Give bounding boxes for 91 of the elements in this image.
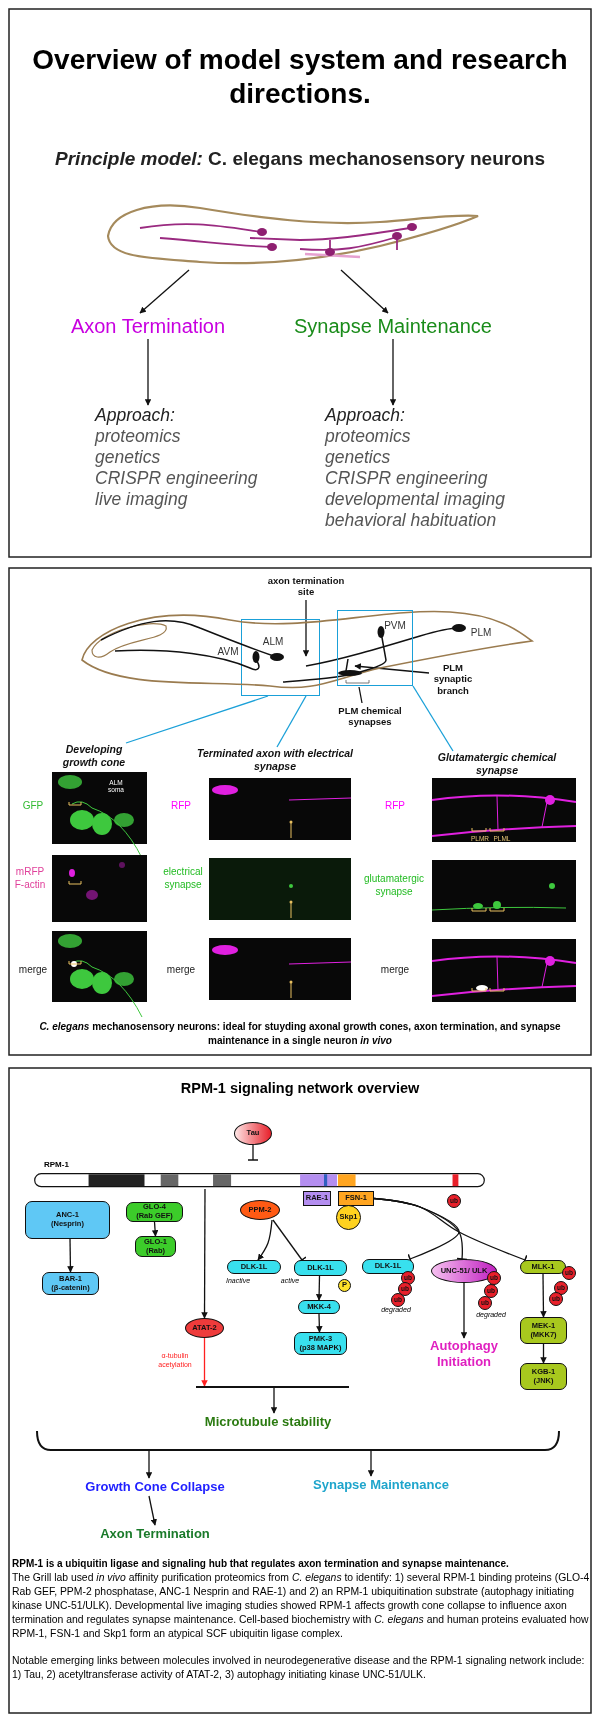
channel-label: GFP	[21, 800, 45, 813]
arrow	[340, 269, 389, 314]
protein-box	[338, 1191, 374, 1206]
subtitle: Principle model: C. elegans mechanosensory neurons	[54, 148, 546, 170]
column-heading: Terminated axon with electrical synapse	[195, 747, 355, 773]
arrow	[139, 269, 190, 314]
protein-ellipse	[234, 1122, 272, 1145]
protein-box	[135, 1236, 176, 1257]
neuron-label: PLM	[469, 627, 493, 638]
title: Overview of model system and research directions.	[31, 43, 569, 111]
channel-label: glutamatergic synapse	[363, 873, 425, 898]
channel-label: electrical synapse	[162, 866, 204, 891]
approach-item: CRISPR engineering	[325, 468, 488, 489]
protein-box	[520, 1317, 567, 1344]
arrow	[201, 1337, 208, 1387]
outcome-label: Axon Termination	[80, 1525, 230, 1543]
connector-line	[412, 685, 454, 752]
arrow	[316, 1313, 323, 1333]
protein-ellipse	[240, 1200, 280, 1220]
column-heading: Glutamatergic chemical synapse	[417, 751, 577, 777]
neuron-label: AVM	[216, 646, 240, 657]
approach-heading: Approach:	[95, 405, 175, 426]
protein-box	[520, 1363, 567, 1390]
protein-box	[294, 1260, 347, 1276]
outcome-label: Growth Cone Collapse	[75, 1478, 235, 1496]
protein-box	[520, 1260, 566, 1274]
outcome-label: Microtubule stability	[193, 1413, 343, 1430]
arrow	[257, 1219, 273, 1261]
phosphate-circle	[338, 1279, 351, 1292]
arrow	[315, 1275, 323, 1301]
panel-title: RPM-1 signaling network overview	[179, 1080, 421, 1096]
connector-line	[125, 695, 269, 744]
arrow	[67, 1238, 74, 1273]
protein-ellipse	[431, 1259, 497, 1283]
arrow	[540, 1273, 547, 1318]
arrow	[144, 338, 152, 406]
paragraph: Notable emerging links between molecules involved in neurodegenerative disease and the RPM-1 signaling network include: 1) Tau, 2) acetyltransferase activity of ATAT-2, 3) autophagy initiating kinase UNC-51/ULK.	[12, 1654, 586, 1682]
arrow	[367, 1450, 375, 1477]
curly-brace	[36, 1431, 560, 1451]
protein-box	[298, 1300, 340, 1314]
approach-item: CRISPR engineering	[95, 468, 258, 489]
approach-item: behavioral habituation	[325, 510, 497, 531]
approach-item: live imaging	[95, 489, 188, 510]
channel-label: merge	[165, 964, 197, 977]
channel-label: merge	[379, 964, 411, 977]
outcome-label: Autophagy Initiation	[422, 1338, 506, 1370]
callout-label: PLM synaptic branch	[429, 660, 477, 698]
connector-line	[276, 695, 307, 748]
outcome-label: Synapse Maintenance	[296, 1476, 466, 1494]
approach-item: proteomics	[95, 426, 181, 447]
arrow	[145, 1450, 153, 1479]
protein-box	[227, 1260, 281, 1274]
outcome-label: Axon Termination	[48, 313, 248, 339]
zoom-box	[337, 610, 413, 686]
paragraph-heading: RPM-1 is a ubiquitin ligase and signaling hub that regulates axon termination and synapse maintenance.	[12, 1557, 510, 1571]
arrow	[148, 1495, 157, 1526]
leader-line	[358, 686, 363, 704]
arrow	[151, 1221, 159, 1237]
approach-item: genetics	[95, 447, 161, 468]
caption: C. elegans mechanosensory neurons: ideal for stuyding axonal growth cones, axon termination, and synapse maintenance in a single neuron in vivo	[38, 1020, 562, 1048]
approach-item: genetics	[325, 447, 391, 468]
callout-label: axon termination site	[262, 572, 350, 600]
channel-label: RFP	[170, 800, 192, 813]
protein-circle	[336, 1205, 361, 1230]
paragraph: The Grill lab used in vivo affinity purification proteomics from C. elegans to identify: 1) several RPM-1 binding proteins (GLO-4 Rab GEF, PPM-2 phosphatase, ANC-1 Nesprin and RAE-1) and 2) an RPM-1 ubiquitination substrate (autophagy initiating kinase UNC-51/ULK). Developmental live imaging studies showed RPM-1 affects growth cone collapse to influence axon termination and regulates synapse maintenance. Cell-based biochemistry with C. elegans and human proteins evaluated how RPM-1, FSN-1 and Skp1 form an atypical SCF ubiquitin ligase complex.	[12, 1571, 590, 1641]
arrow	[389, 338, 397, 406]
arrow	[540, 1343, 547, 1364]
arrow	[201, 1188, 208, 1319]
approach-item: developmental imaging	[325, 489, 505, 510]
column-heading: Developing growth cone	[49, 743, 139, 769]
arrow	[460, 1282, 468, 1339]
callout-label: PLM chemical synapses	[318, 703, 422, 729]
leader-line	[354, 663, 430, 674]
approach-item: proteomics	[325, 426, 411, 447]
protein-box	[25, 1201, 110, 1239]
zoom-box	[241, 619, 320, 696]
neuron-label: PVM	[383, 620, 407, 631]
leader-line	[302, 599, 310, 657]
protein-ellipse	[185, 1318, 224, 1338]
arrow	[270, 1387, 278, 1414]
protein-box	[294, 1332, 347, 1355]
protein-box	[126, 1202, 183, 1222]
outcome-label: Synapse Maintenance	[283, 313, 503, 339]
protein-box	[362, 1259, 414, 1274]
channel-label: merge	[17, 964, 49, 977]
protein-name-label: RPM-1	[44, 1160, 69, 1171]
approach-heading: Approach:	[325, 405, 405, 426]
protein-box	[42, 1272, 99, 1295]
channel-label: RFP	[384, 800, 406, 813]
neuron-label: ALM	[261, 636, 285, 647]
channel-label: mRFP F-actin	[13, 866, 47, 891]
